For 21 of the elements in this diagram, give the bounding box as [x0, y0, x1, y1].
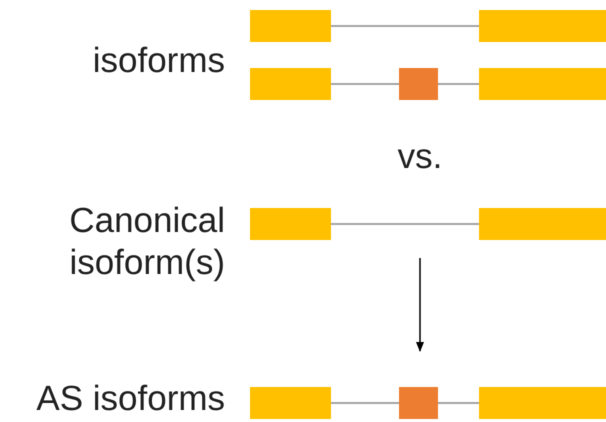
intron-line	[331, 402, 399, 404]
exon-box	[250, 387, 331, 419]
exon-box	[479, 387, 606, 419]
intron-line	[438, 83, 479, 85]
alternative-exon-box	[399, 68, 438, 100]
exon-box	[250, 10, 331, 42]
exon-box	[479, 68, 606, 100]
exon-box	[250, 208, 331, 240]
intron-line	[331, 223, 479, 225]
exon-box	[250, 68, 331, 100]
intron-line	[331, 83, 399, 85]
alternative-exon-box	[399, 387, 438, 419]
intron-line	[331, 25, 479, 27]
row-label: Canonical isoform(s)	[68, 200, 225, 284]
exon-box	[479, 208, 606, 240]
row-label: AS isoforms	[35, 378, 225, 420]
comparison-label: vs.	[396, 136, 444, 178]
intron-line	[438, 402, 479, 404]
arrow	[416, 258, 424, 352]
exon-box	[479, 10, 606, 42]
row-label: isoforms	[92, 40, 225, 82]
